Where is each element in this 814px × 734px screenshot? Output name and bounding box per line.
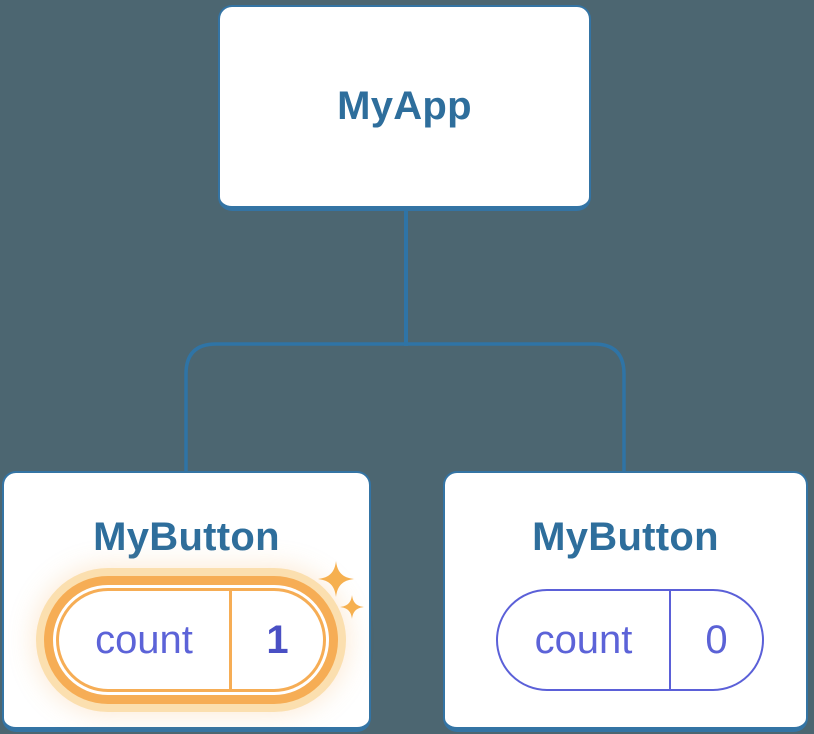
state-key-label: count (534, 617, 633, 662)
component-node-mybutton-right: MyButton count 0 (443, 471, 808, 732)
component-label: MyApp (337, 84, 472, 128)
connector-branch (184, 342, 626, 472)
state-pill: count 0 (496, 589, 764, 691)
pill-divider (669, 591, 671, 689)
state-pill-highlighted: count 1 (56, 588, 326, 692)
pill-divider (229, 591, 232, 689)
state-value: 0 (705, 617, 728, 662)
state-key-label: count (95, 617, 193, 662)
component-node-myapp: MyApp (218, 5, 591, 211)
component-label: MyButton (532, 515, 719, 559)
state-value: 1 (266, 617, 289, 662)
component-label: MyButton (93, 515, 280, 559)
component-node-mybutton-left: MyButton count 1 (2, 471, 371, 732)
